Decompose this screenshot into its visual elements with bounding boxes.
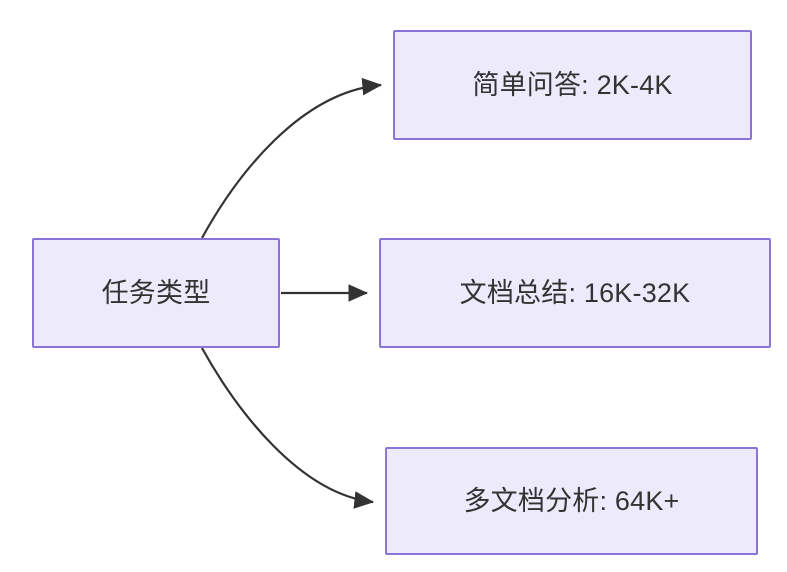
node-simple-qa-label: 简单问答: 2K-4K [472,69,673,100]
node-multi-doc[interactable]: 多文档分析: 64K+ [385,447,758,555]
edge-root-to-simple-qa [201,77,383,239]
node-multi-doc-label: 多文档分析: 64K+ [463,485,680,516]
edge-root-to-multi-doc [201,347,375,509]
node-doc-summary-label: 文档总结: 16K-32K [459,277,691,308]
node-task-type[interactable]: 任务类型 [32,238,280,348]
node-simple-qa[interactable]: 简单问答: 2K-4K [393,30,752,140]
node-doc-summary[interactable]: 文档总结: 16K-32K [379,238,771,348]
node-task-type-label: 任务类型 [101,277,211,308]
